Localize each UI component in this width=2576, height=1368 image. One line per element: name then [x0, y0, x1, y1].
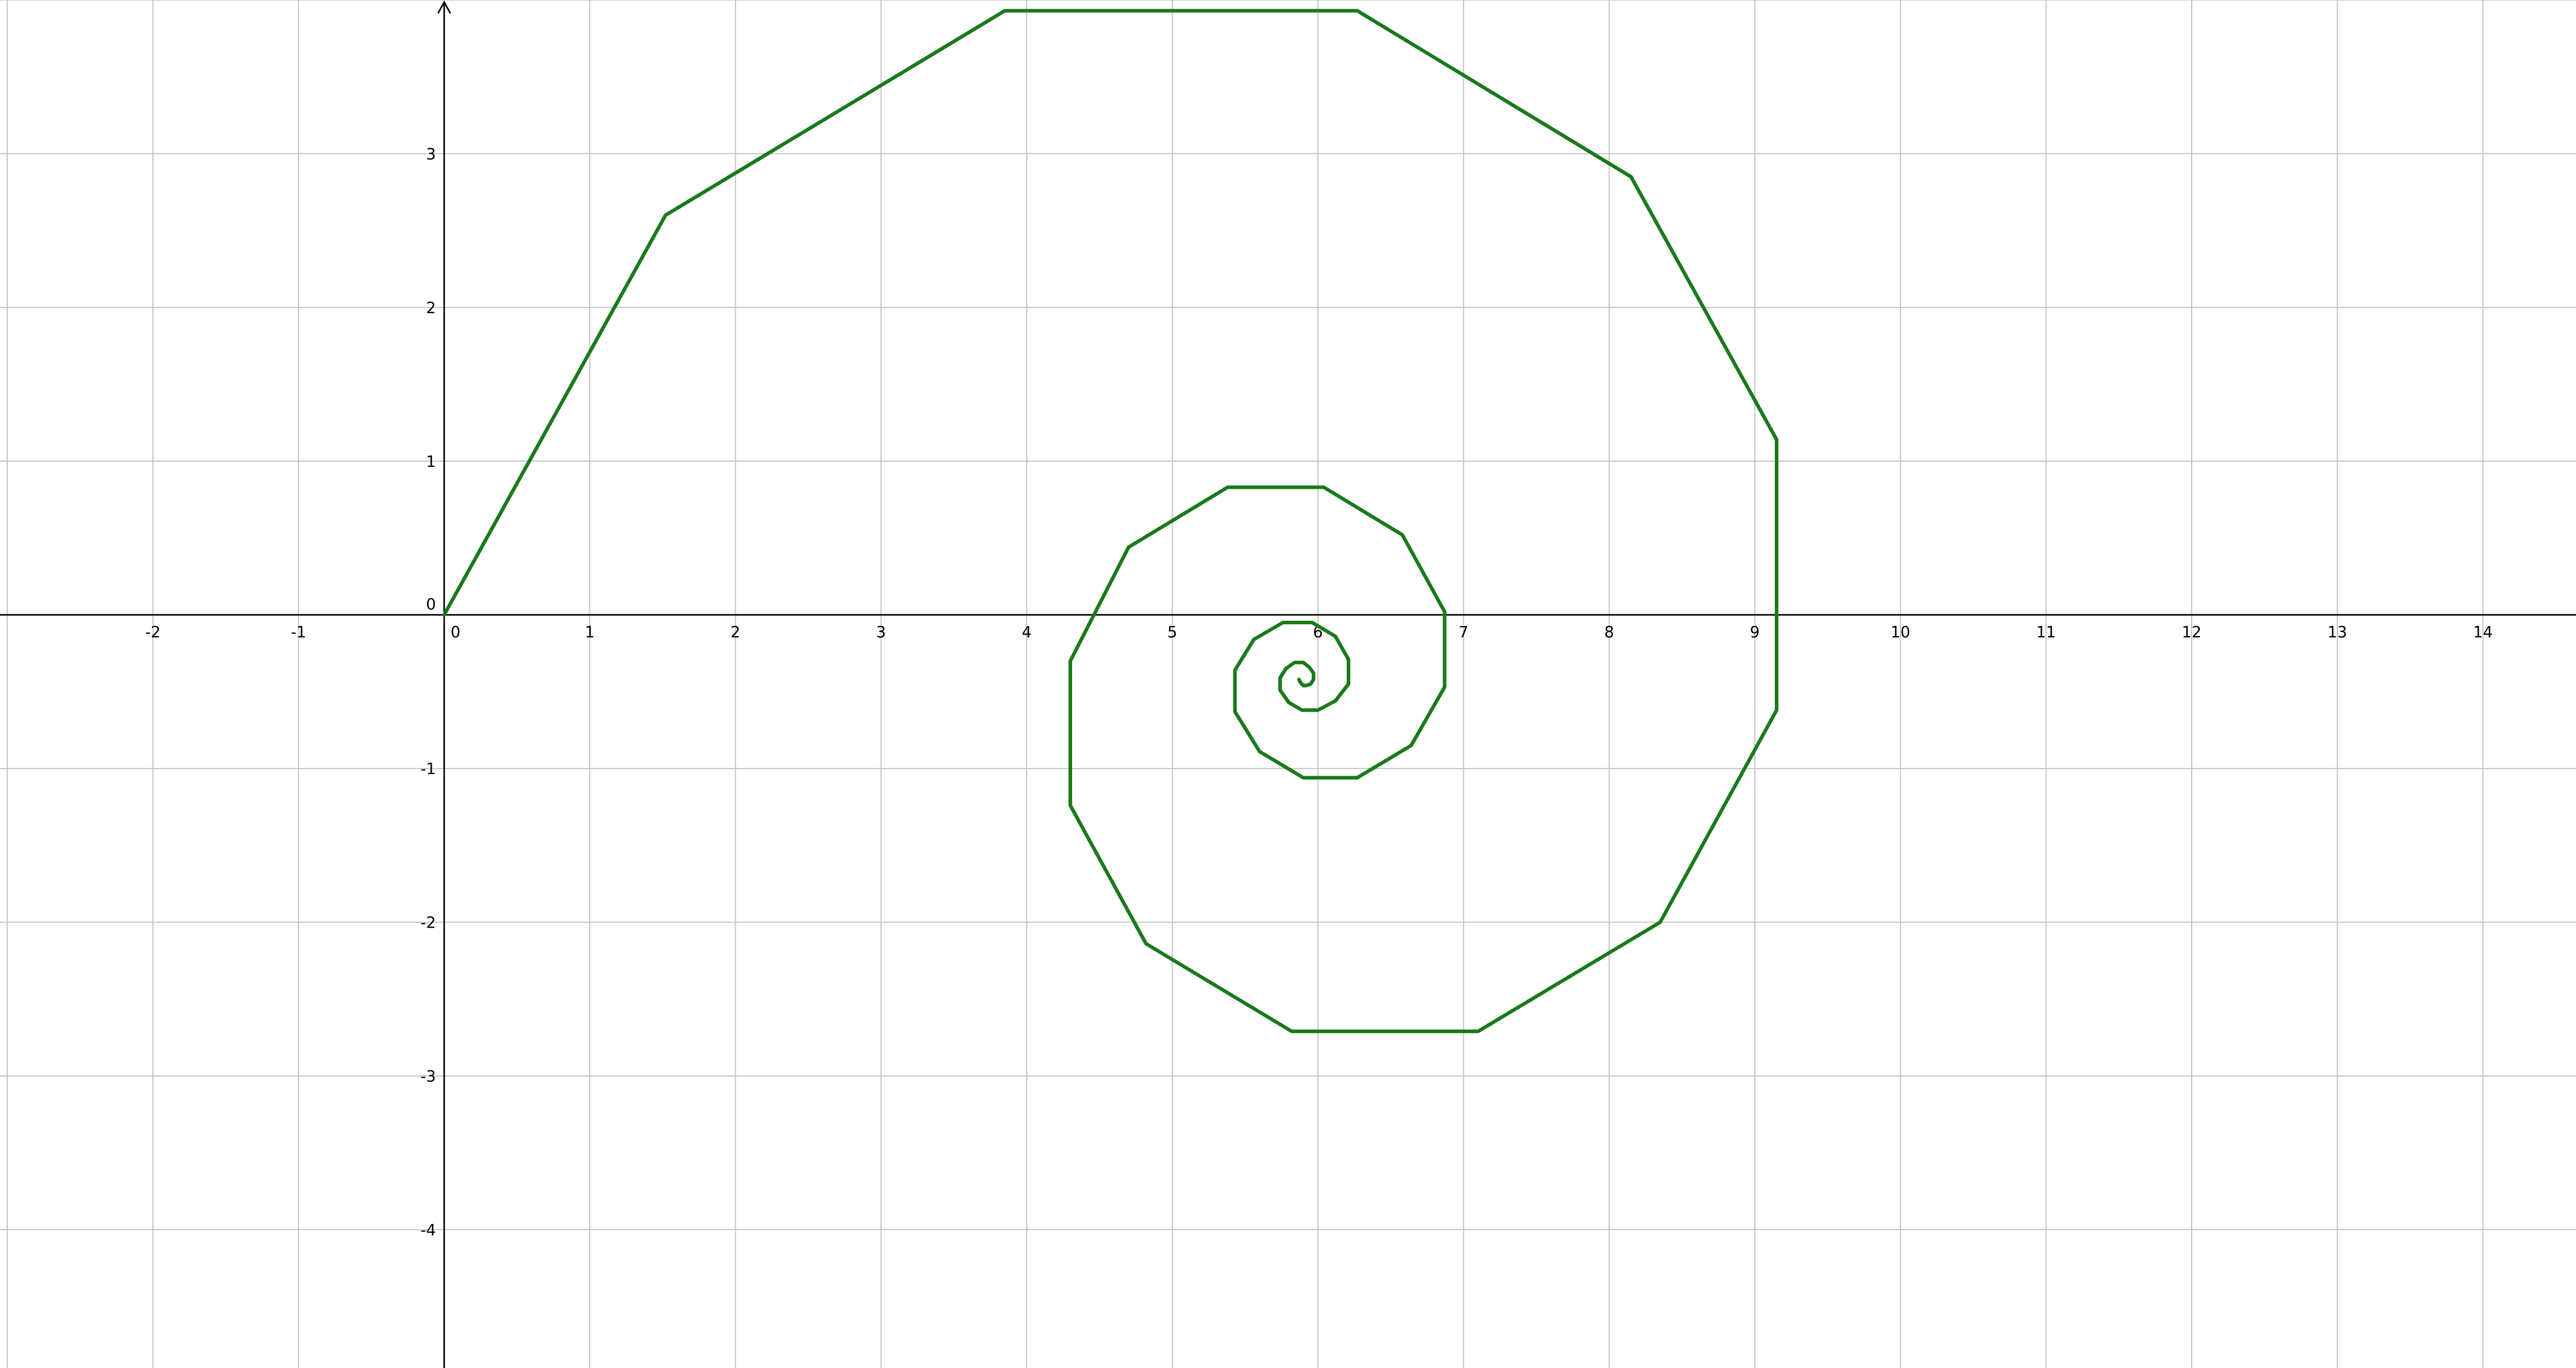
y-tick-label: -3 — [420, 1068, 436, 1086]
y-tick-label: -4 — [420, 1221, 436, 1239]
y-tick-label: 0 — [426, 596, 436, 614]
x-tick-label: 7 — [1459, 624, 1468, 642]
data-series — [442, 9, 1778, 1033]
x-tick-label: -1 — [291, 624, 306, 642]
y-tick-label: 2 — [426, 299, 436, 317]
x-tick-label: 14 — [2473, 624, 2493, 642]
x-tick-label: 5 — [1167, 624, 1177, 642]
x-tick-label: 13 — [2328, 624, 2347, 642]
x-tick-label: 12 — [2182, 624, 2201, 642]
spiral-curve — [442, 9, 1778, 1033]
x-tick-label: 0 — [451, 624, 461, 642]
x-tick-label: 8 — [1604, 624, 1614, 642]
x-tick-label: 3 — [876, 624, 886, 642]
x-tick-label: 11 — [2036, 624, 2056, 642]
x-tick-label: 2 — [731, 624, 740, 642]
x-tick-label: 9 — [1750, 624, 1759, 642]
y-axis-arrow — [437, 0, 451, 14]
y-tick-label: 3 — [426, 145, 436, 163]
y-tick-label: 1 — [426, 453, 436, 471]
x-tick-label: 4 — [1022, 624, 1031, 642]
x-tick-label: -2 — [145, 624, 161, 642]
x-tick-label: 1 — [585, 624, 595, 642]
x-tick-label: 10 — [1891, 624, 1910, 642]
y-tick-label: -2 — [420, 914, 436, 932]
y-tick-label: -1 — [420, 760, 436, 778]
